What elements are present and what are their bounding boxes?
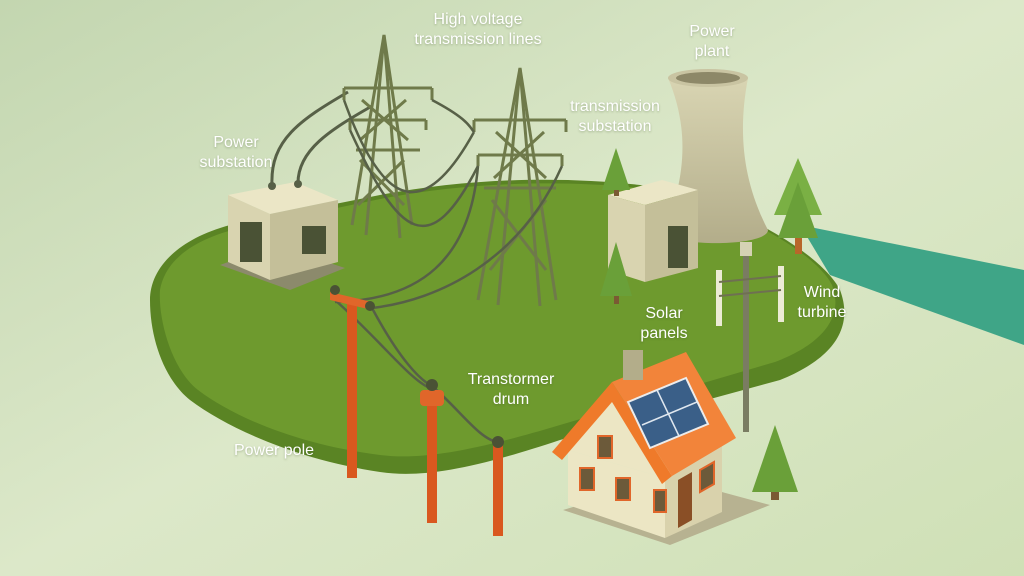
river bbox=[800, 225, 1024, 345]
label-line: Wind bbox=[803, 284, 841, 301]
solar-panels-label: Solar panels bbox=[632, 304, 696, 344]
power-pole-1 bbox=[330, 285, 375, 478]
transmission-substation-building bbox=[608, 180, 698, 282]
high-voltage-transmission-lines-label: High voltage transmission lines bbox=[378, 10, 578, 50]
wind-turbine bbox=[716, 242, 784, 432]
house bbox=[552, 350, 770, 545]
label-line: panels bbox=[640, 325, 688, 342]
power-substation-building bbox=[220, 90, 373, 290]
label-line: transmission lines bbox=[414, 31, 542, 48]
tree-right-of-plant bbox=[774, 158, 822, 254]
label-line: plant bbox=[694, 43, 730, 60]
label-line: Transtormer bbox=[467, 371, 555, 388]
wind-turbine-label: Wind turbine bbox=[790, 283, 854, 323]
transmission-substation-label: transmission substation bbox=[555, 97, 675, 137]
label-line: transmission bbox=[570, 98, 660, 115]
label-line: Solar bbox=[645, 305, 683, 322]
label-line: substation bbox=[578, 118, 652, 135]
power-substation-label: Power substation bbox=[186, 133, 286, 173]
label-line: Power bbox=[689, 23, 735, 40]
transmission-tower-front bbox=[472, 67, 568, 307]
transformer-drum-label: Transtormer drum bbox=[452, 370, 570, 410]
label-line: Power pole bbox=[233, 442, 315, 459]
transformer-drum-pole bbox=[420, 379, 444, 523]
label-line: Power bbox=[213, 134, 259, 151]
label-line: drum bbox=[492, 391, 530, 408]
power-plant-label: Power plant bbox=[672, 22, 752, 62]
transmission-tower-back bbox=[342, 34, 434, 239]
label-line: substation bbox=[199, 154, 273, 171]
tree-near-house bbox=[752, 425, 798, 500]
power-pole-3 bbox=[492, 436, 504, 536]
label-line: turbine bbox=[797, 304, 847, 321]
label-line: High voltage bbox=[433, 11, 523, 28]
tree-near-substation-front bbox=[600, 242, 632, 304]
tree-left-of-substation bbox=[602, 148, 630, 196]
power-pole-label: Power pole bbox=[222, 441, 326, 461]
